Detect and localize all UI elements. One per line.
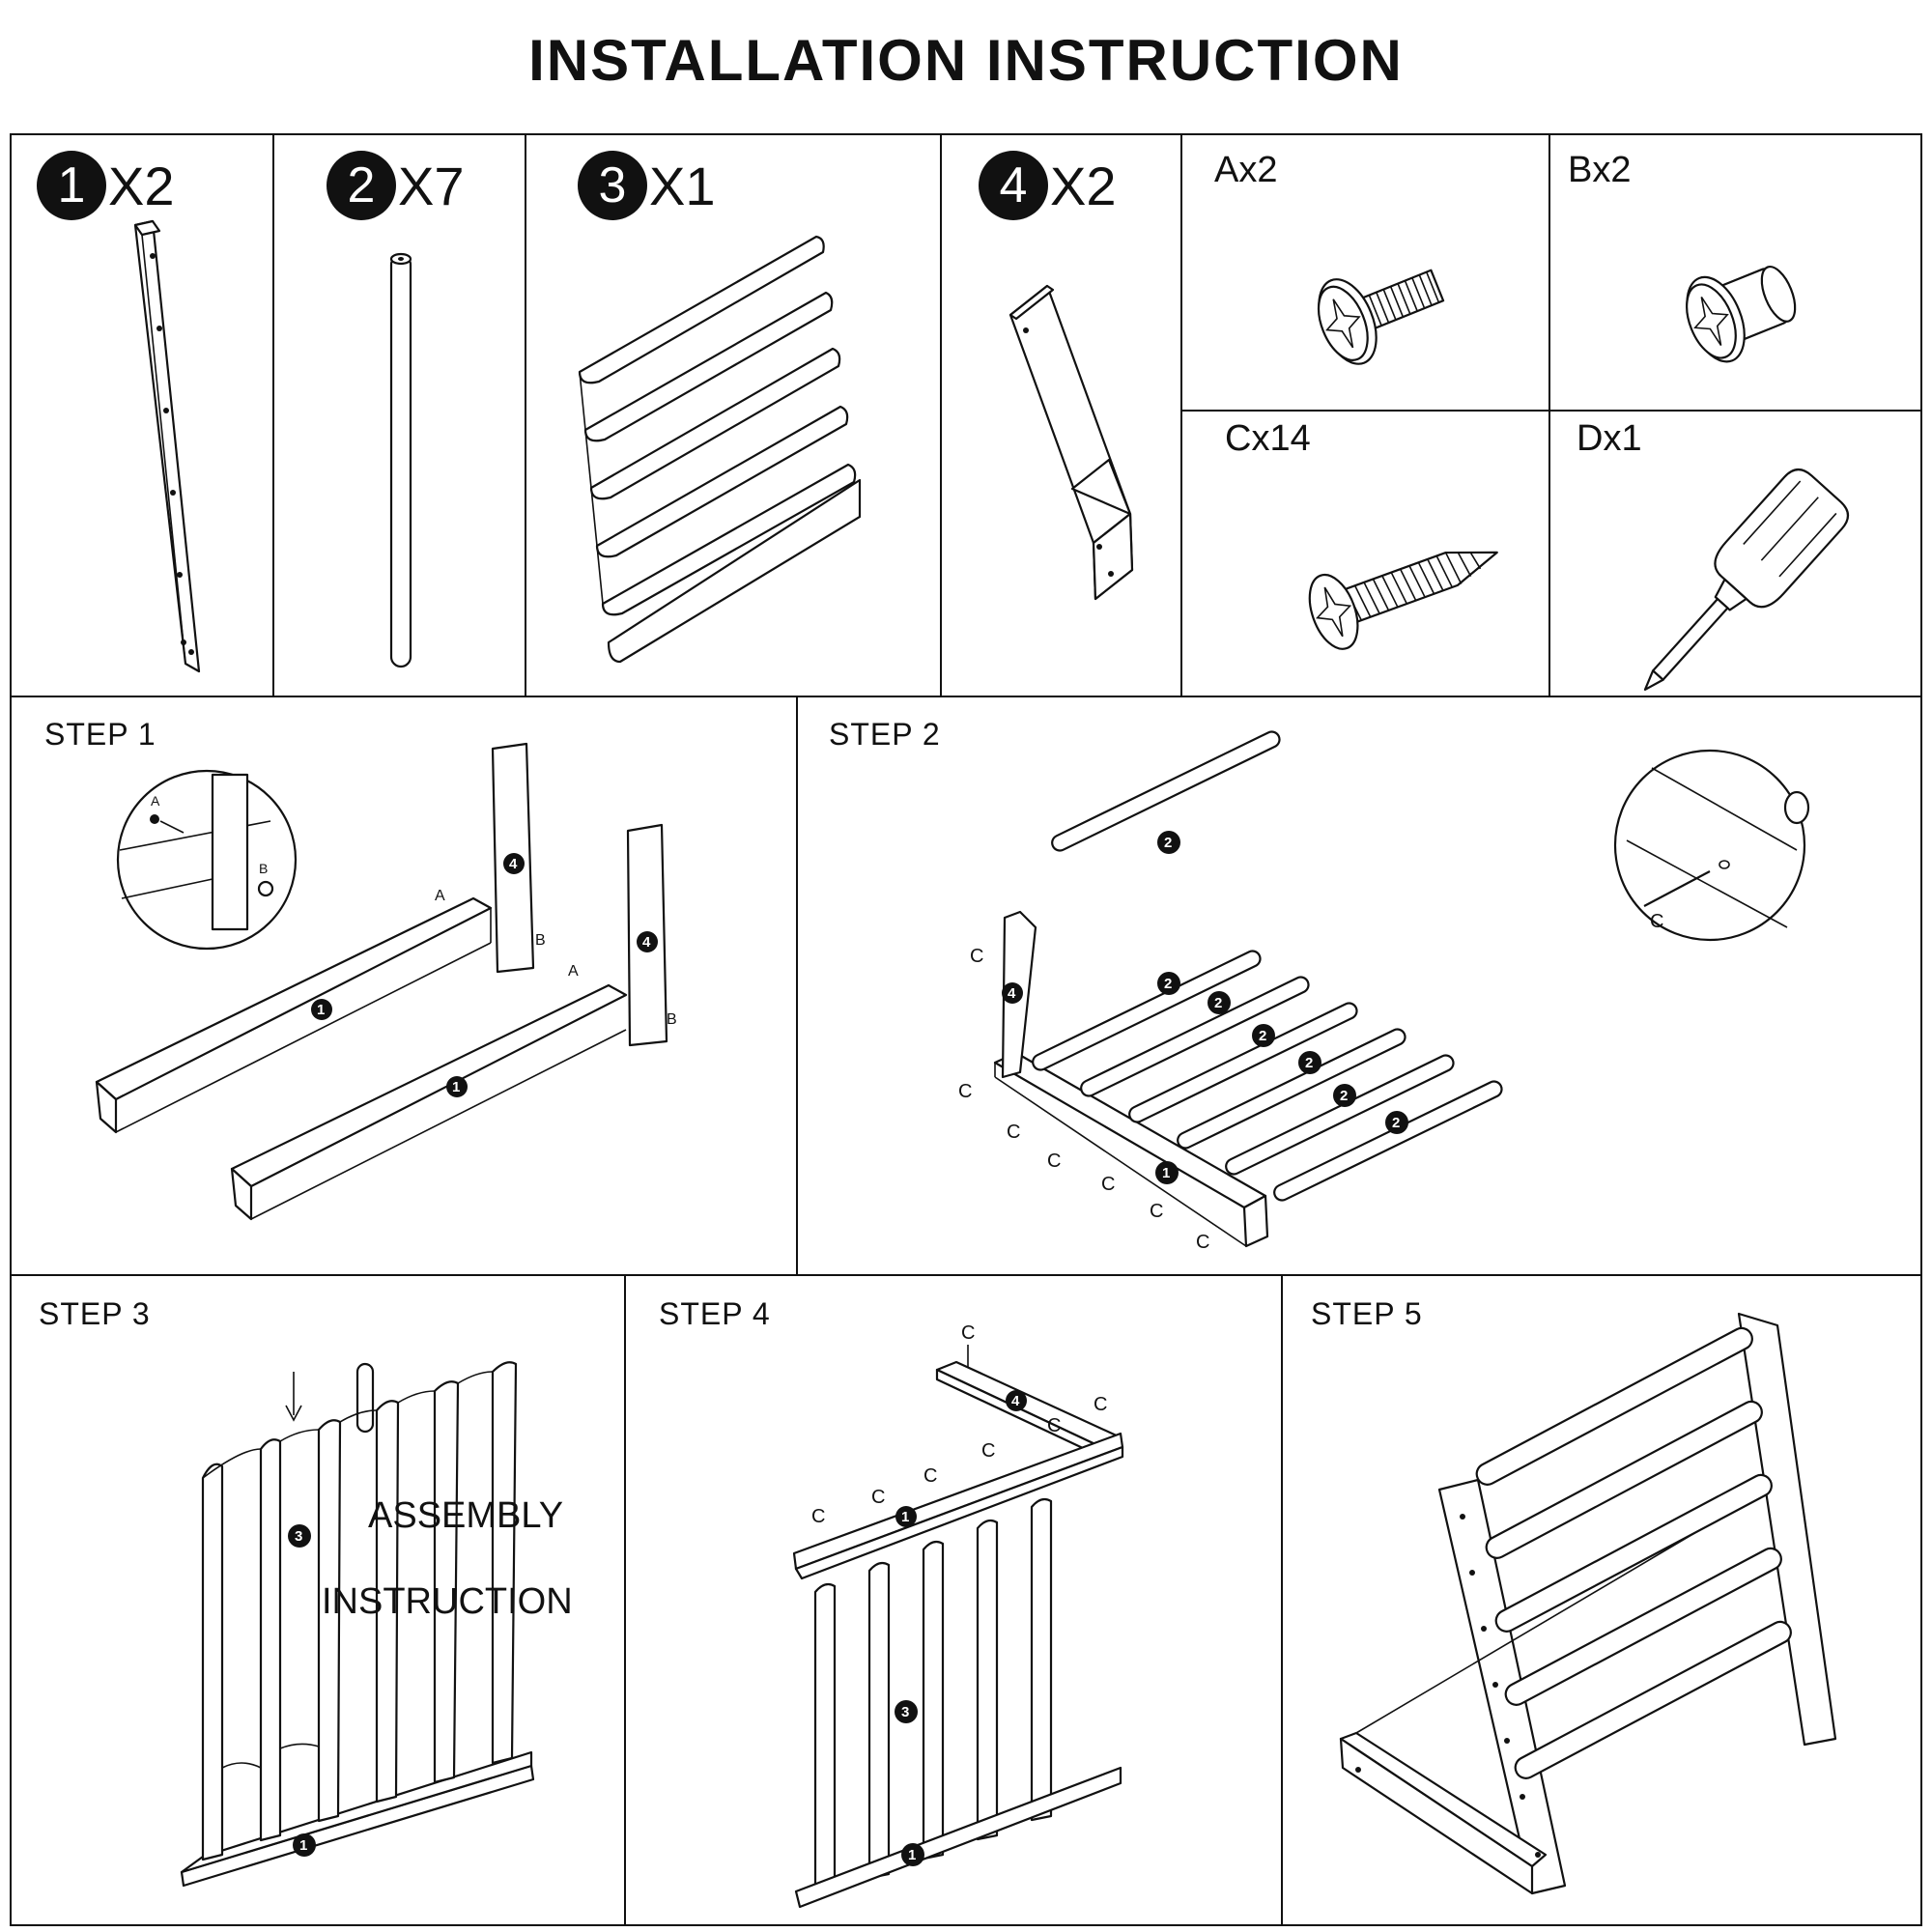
marker-c: C bbox=[923, 1465, 937, 1487]
divider bbox=[1180, 410, 1922, 412]
part-badge: 1 bbox=[908, 1847, 916, 1863]
step-1-label: STEP 1 bbox=[44, 717, 156, 752]
step-5-label: STEP 5 bbox=[1311, 1296, 1423, 1331]
divider bbox=[624, 1274, 626, 1926]
divider bbox=[940, 133, 942, 697]
bolt-icon bbox=[1317, 269, 1445, 365]
end-bracket-illustration bbox=[1009, 284, 1134, 601]
step-2-label: STEP 2 bbox=[829, 717, 941, 752]
step-3-diagram: 3 1 bbox=[180, 1361, 535, 1888]
step-3-label: STEP 3 bbox=[39, 1296, 151, 1331]
part-quantity: X7 bbox=[398, 155, 465, 216]
part-quantity: X1 bbox=[649, 155, 716, 216]
marker-c: C bbox=[1047, 1151, 1061, 1172]
divider bbox=[1281, 1274, 1283, 1926]
marker-c: C bbox=[1650, 911, 1663, 932]
dowel-rod-illustration bbox=[389, 252, 412, 668]
marker-a: A bbox=[568, 963, 579, 980]
step-1-diagram: A B 1 4 A B 1 4 A B bbox=[95, 742, 677, 1221]
part-number-badge: 1 bbox=[37, 151, 106, 220]
barrel-nut-icon bbox=[1686, 265, 1797, 363]
marker-c: C bbox=[811, 1506, 825, 1527]
marker-c: C bbox=[1094, 1394, 1107, 1415]
part-badge: 1 bbox=[299, 1837, 307, 1854]
part-badge: 3 bbox=[901, 1704, 909, 1720]
steps-panel-bottom bbox=[10, 1274, 1922, 1926]
marker-c: C bbox=[1007, 1122, 1020, 1143]
part-badge: 4 bbox=[509, 856, 518, 872]
marker-c: C bbox=[1101, 1174, 1115, 1195]
hardware-a-label: Ax2 bbox=[1214, 150, 1278, 190]
marker-b: B bbox=[667, 1011, 677, 1028]
step-2-diagram: 4 2 2 2 2 2 2 2 1 C C C C C C C C bbox=[958, 730, 1810, 1253]
marker-c: C bbox=[981, 1440, 995, 1462]
part-number-badge: 2 bbox=[327, 151, 396, 220]
part-badge: 4 bbox=[642, 934, 651, 951]
marker-a: A bbox=[435, 888, 445, 904]
side-rail-illustration bbox=[133, 219, 201, 673]
marker-c: C bbox=[958, 1081, 972, 1102]
step-5-diagram bbox=[1339, 1312, 1837, 1895]
part-1-quantity: 1 X2 bbox=[37, 151, 175, 220]
screwdriver-icon bbox=[1643, 469, 1850, 692]
part-quantity: X2 bbox=[1050, 155, 1117, 216]
part-badge: 1 bbox=[452, 1079, 460, 1095]
part-badge: 3 bbox=[295, 1528, 302, 1545]
marker-c: C bbox=[970, 946, 983, 967]
wood-screw-icon bbox=[1308, 551, 1498, 650]
part-badge: 1 bbox=[1162, 1165, 1170, 1181]
fabric-sling-illustration bbox=[578, 235, 862, 664]
part-quantity: X2 bbox=[108, 155, 175, 216]
part-4-quantity: 4 X2 bbox=[979, 151, 1117, 220]
marker-c: C bbox=[1150, 1201, 1163, 1222]
part-badge: 1 bbox=[317, 1002, 325, 1018]
divider bbox=[1548, 133, 1550, 697]
part-2-quantity: 2 X7 bbox=[327, 151, 465, 220]
marker-a: A bbox=[151, 793, 160, 809]
divider bbox=[796, 696, 798, 1276]
part-badge: 2 bbox=[1214, 995, 1222, 1011]
part-badge: 4 bbox=[1008, 985, 1016, 1002]
hardware-c-label: Cx14 bbox=[1225, 418, 1311, 459]
marker-c: C bbox=[1047, 1415, 1061, 1436]
part-badge: 1 bbox=[901, 1509, 909, 1525]
part-badge: 4 bbox=[1011, 1393, 1020, 1409]
part-badge: 2 bbox=[1259, 1028, 1266, 1044]
part-3-quantity: 3 X1 bbox=[578, 151, 716, 220]
part-badge: 2 bbox=[1164, 976, 1172, 992]
marker-b: B bbox=[535, 932, 546, 949]
assembly-overlay-line-1: ASSEMBLY bbox=[368, 1495, 564, 1536]
divider bbox=[525, 133, 526, 697]
hardware-d-label: Dx1 bbox=[1577, 418, 1642, 459]
step-4-label: STEP 4 bbox=[659, 1296, 771, 1331]
part-badge: 2 bbox=[1340, 1088, 1348, 1104]
marker-c: C bbox=[1196, 1232, 1209, 1253]
part-badge: 2 bbox=[1305, 1055, 1313, 1071]
marker-c: C bbox=[961, 1322, 975, 1344]
part-badge: 2 bbox=[1164, 835, 1172, 851]
part-number-badge: 4 bbox=[979, 151, 1048, 220]
step-4-diagram: C 4 C C C C C C 1 3 1 bbox=[792, 1322, 1124, 1909]
divider bbox=[272, 133, 274, 697]
hardware-b-label: Bx2 bbox=[1568, 150, 1632, 190]
divider bbox=[1180, 133, 1182, 697]
marker-c: C bbox=[871, 1487, 885, 1508]
marker-b: B bbox=[259, 861, 268, 876]
part-badge: 2 bbox=[1392, 1115, 1400, 1131]
part-number-badge: 3 bbox=[578, 151, 647, 220]
assembly-overlay-line-2: INSTRUCTION bbox=[322, 1581, 573, 1622]
page-title: INSTALLATION INSTRUCTION bbox=[528, 28, 1404, 93]
